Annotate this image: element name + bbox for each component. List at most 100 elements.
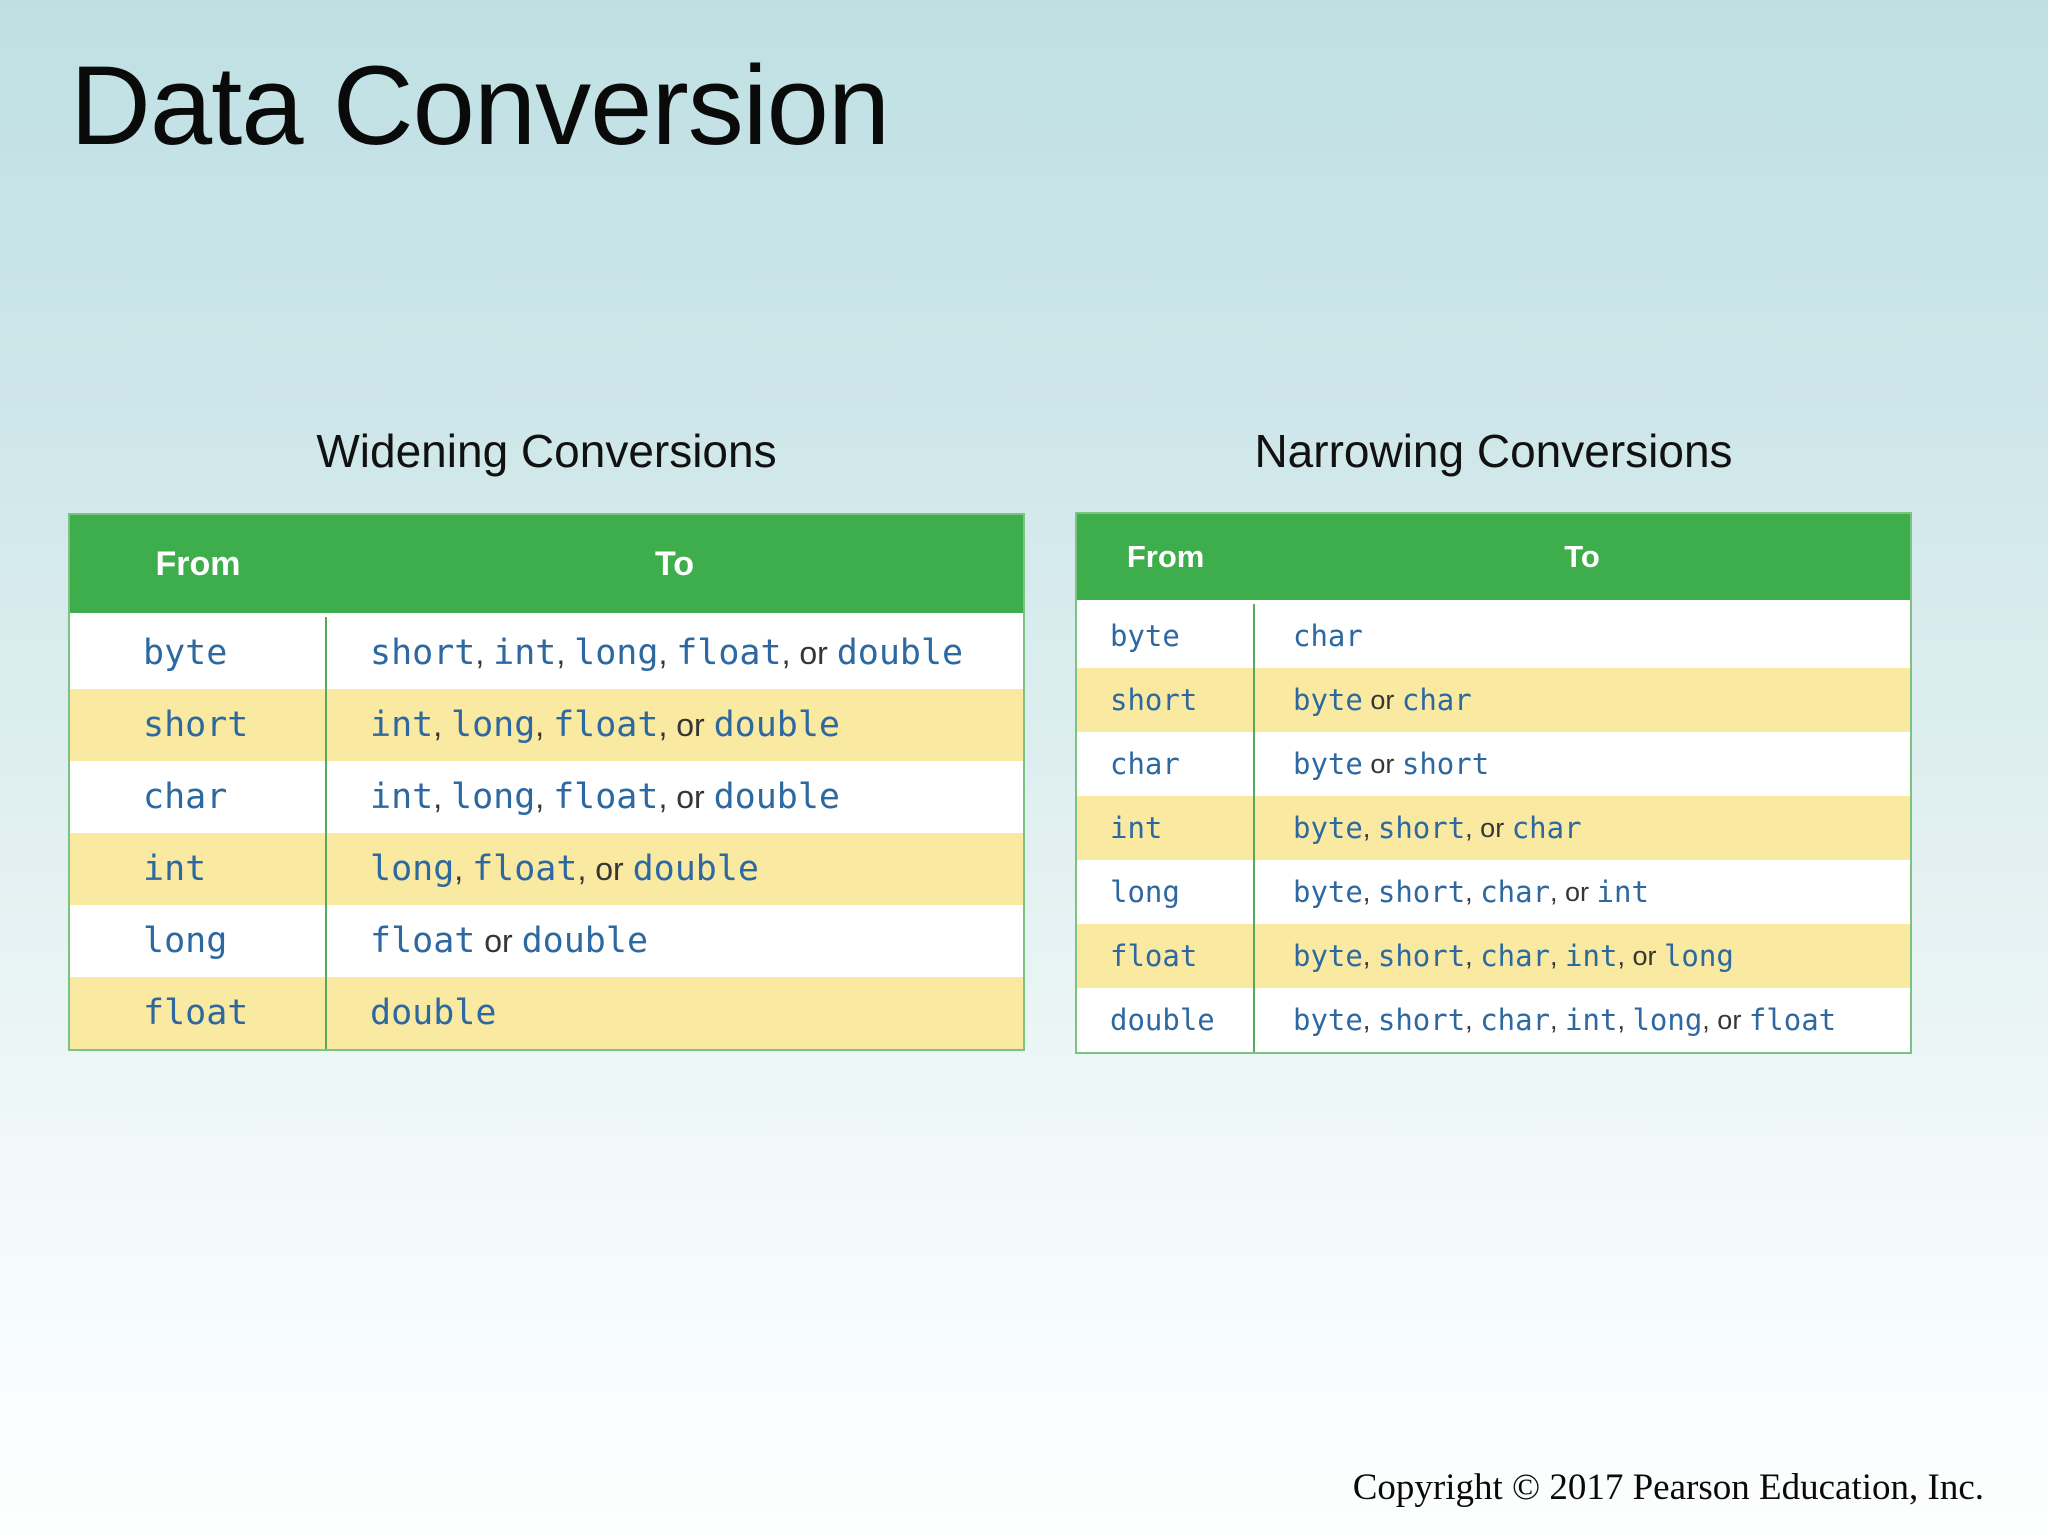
type-keyword: int <box>370 777 434 817</box>
to-cell: byte, short, char, int, or long <box>1255 939 1910 973</box>
from-cell: float <box>70 977 327 1049</box>
type-keyword: int <box>370 705 434 745</box>
separator-text: , or <box>1617 940 1664 971</box>
type-keyword: long <box>451 705 536 745</box>
to-cell: byte or char <box>1255 683 1910 717</box>
to-cell: short, int, long, float, or double <box>327 633 1023 673</box>
type-keyword: char <box>1480 875 1551 909</box>
to-cell: double <box>327 993 1023 1033</box>
column-header-to: To <box>654 544 694 583</box>
column-header-to: To <box>1564 539 1600 574</box>
separator-text: , or <box>658 706 714 743</box>
table-header-row: From To <box>1077 514 1910 600</box>
separator-text: , <box>433 706 451 743</box>
type-keyword: short <box>1110 683 1198 717</box>
type-keyword: byte <box>1293 747 1363 781</box>
type-keyword: long <box>1110 875 1180 909</box>
separator-text: , or <box>658 778 714 815</box>
to-cell: char <box>1255 619 1910 653</box>
from-cell: long <box>1077 860 1255 924</box>
type-keyword: byte <box>1110 619 1180 653</box>
table-row: byte char <box>1077 604 1910 668</box>
type-keyword: byte <box>1293 939 1363 973</box>
to-cell: float or double <box>327 921 1023 961</box>
separator-text: , <box>1362 940 1378 971</box>
type-keyword: float <box>553 705 659 745</box>
type-keyword: float <box>1748 1003 1837 1037</box>
type-keyword: int <box>1565 939 1618 973</box>
separator-text: , <box>1465 876 1481 907</box>
type-keyword: char <box>1293 619 1363 653</box>
type-keyword: long <box>574 633 659 673</box>
separator-text: , <box>1550 940 1566 971</box>
to-cell: int, long, float, or double <box>327 705 1023 745</box>
type-keyword: float <box>370 921 476 961</box>
type-keyword: float <box>1110 939 1198 973</box>
from-cell: int <box>1077 796 1255 860</box>
separator-text: , <box>454 850 473 887</box>
table-row: int long, float, or double <box>70 833 1023 905</box>
type-keyword: long <box>1663 939 1734 973</box>
type-keyword: double <box>632 849 759 889</box>
type-keyword: char <box>1511 811 1582 845</box>
separator-text: , or <box>1550 876 1597 907</box>
to-cell: long, float, or double <box>327 849 1023 889</box>
type-keyword: short <box>370 633 476 673</box>
table-row: long byte, short, char, or int <box>1077 860 1910 924</box>
type-keyword: long <box>370 849 455 889</box>
separator-text: , <box>658 634 677 671</box>
type-keyword: char <box>1401 683 1472 717</box>
separator-text: , <box>475 634 494 671</box>
type-keyword: long <box>143 921 228 961</box>
separator-text: , or <box>1702 1004 1749 1035</box>
type-keyword: short <box>1377 939 1466 973</box>
type-keyword: double <box>836 633 964 673</box>
separator-text: , <box>1465 940 1481 971</box>
type-keyword: char <box>1480 939 1551 973</box>
separator-text: , <box>433 778 451 815</box>
separator-text: , or <box>1465 812 1512 843</box>
table-row: byte short, int, long, float, or double <box>70 617 1023 689</box>
from-cell: int <box>70 833 327 905</box>
table-row: float byte, short, char, int, or long <box>1077 924 1910 988</box>
type-keyword: float <box>472 849 578 889</box>
type-keyword: byte <box>1293 811 1363 845</box>
to-cell: byte, short, char, int, long, or float <box>1255 1003 1910 1037</box>
separator-text: , <box>1550 1004 1566 1035</box>
type-keyword: short <box>1377 811 1466 845</box>
separator-text: , <box>1465 1004 1481 1035</box>
type-keyword: int <box>1565 1003 1618 1037</box>
from-cell: char <box>70 761 327 833</box>
from-cell: short <box>70 689 327 761</box>
type-keyword: int <box>143 849 207 889</box>
separator-text: or <box>1362 684 1402 715</box>
from-cell: double <box>1077 988 1255 1052</box>
type-keyword: byte <box>1293 683 1363 717</box>
column-header-from: From <box>1126 539 1205 574</box>
type-keyword: byte <box>143 633 228 673</box>
to-cell: byte, short, char, or int <box>1255 875 1910 909</box>
type-keyword: float <box>676 633 782 673</box>
type-keyword: int <box>493 633 557 673</box>
table-header-row: From To <box>70 515 1023 613</box>
type-keyword: byte <box>1293 1003 1363 1037</box>
separator-text: , or <box>577 850 633 887</box>
separator-text: , <box>535 706 554 743</box>
to-cell: byte or short <box>1255 747 1910 781</box>
type-keyword: char <box>143 777 228 817</box>
column-header-from: From <box>155 544 241 583</box>
type-keyword: char <box>1110 747 1180 781</box>
type-keyword: int <box>1596 875 1649 909</box>
page-title: Data Conversion <box>70 43 890 168</box>
type-keyword: int <box>1110 811 1163 845</box>
type-keyword: double <box>713 777 840 817</box>
type-keyword: short <box>1401 747 1490 781</box>
